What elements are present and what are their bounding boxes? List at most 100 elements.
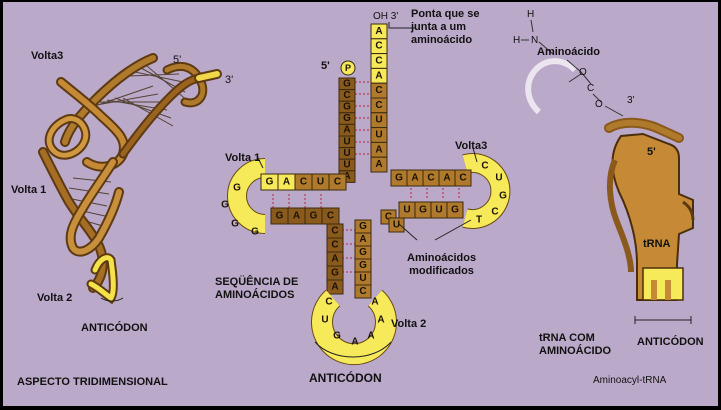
nucleotide-base: U [343, 148, 350, 159]
nucleotide-base: C [331, 240, 338, 251]
nucleotide-box [454, 169, 472, 187]
t-loop: C U G C T [462, 153, 511, 229]
nucleotide-base: A [343, 171, 350, 182]
nucleotide-base: A [331, 254, 338, 265]
nucleotide-base: A [375, 26, 382, 37]
label-ponta-line: Ponta que se [411, 8, 480, 20]
nucleotide-base: G [343, 102, 351, 113]
nucleotide-base: G [331, 268, 339, 279]
nucleotide-base: U [375, 130, 382, 141]
nucleotide-base: U [403, 205, 410, 216]
label-trna-com-aminoacido: tRNA COM AMINOÁCIDO [539, 332, 611, 358]
nucleotide-base: C [385, 212, 392, 223]
label-trna-com-line: tRNA COM [539, 332, 595, 344]
nucleotide-base: G [451, 205, 459, 216]
label-5prime-right: 5' [647, 146, 656, 158]
nucleotide-base: G [359, 260, 367, 271]
d-loop: G G G G [221, 158, 266, 238]
label-volta1-left: Volta 1 [11, 184, 47, 196]
t-loop-base: T [476, 215, 482, 226]
d-loop-base: G [233, 183, 241, 194]
nucleotide-base: C [427, 173, 434, 184]
nucleotide-base: C [375, 100, 382, 111]
nucleotide-base: A [293, 211, 300, 222]
label-3prime-left: 3' [225, 74, 234, 86]
label-volta2-left: Volta 2 [37, 292, 73, 304]
nucleotide-base: G [266, 177, 274, 188]
label-volta3-left: Volta3 [31, 50, 64, 62]
trna-3d-ribbon [38, 53, 222, 305]
nucleotide-base: C [331, 226, 338, 237]
nucleotide-base: U [343, 160, 350, 171]
nucleotide-box [370, 156, 388, 173]
variable-loop: CU [380, 209, 405, 233]
nucleotide-base: G [359, 247, 367, 258]
label-oh3: OH 3' [373, 11, 399, 22]
aminoacyl-trna [521, 19, 695, 324]
anticodon-loop-base: C [325, 297, 332, 308]
nucleotide-box [326, 279, 344, 295]
nucleotide-base: A [443, 173, 450, 184]
t-loop-base: C [481, 161, 488, 172]
anticodon-loop-base: A [351, 337, 358, 348]
nucleotide-base: A [375, 70, 382, 81]
nucleotide-base: A [283, 177, 290, 188]
label-sequencia-line: AMINOÁCIDOS [215, 289, 295, 301]
label-3prime-right: 3' [627, 95, 635, 106]
label-anticodon-right: ANTICÓDON [637, 336, 704, 348]
nucleotide-base: G [310, 211, 318, 222]
nucleotide-base: U [435, 205, 442, 216]
label-o-bottom: O [595, 99, 603, 110]
label-5prime-center: 5' [321, 60, 330, 72]
label-aminoacyl-trna: Aminoacyl-tRNA [593, 375, 667, 386]
label-n: N [531, 35, 539, 46]
nucleotide-base: U [375, 115, 382, 126]
label-sequencia-aminoacidos: SEQÜÊNCIA DE AMINOÁCIDOS [215, 276, 298, 302]
nucleotide-base: G [419, 205, 427, 216]
nucleotide-base: U [393, 220, 400, 231]
anticodon-loop-base: A [377, 315, 384, 326]
nucleotide-base: U [343, 136, 350, 147]
d-loop-base: G [221, 200, 229, 211]
nucleotide-base: A [375, 159, 382, 170]
anticodon-loop-base: G [333, 331, 341, 342]
d-loop-base: G [231, 219, 239, 230]
nucleotide-box [354, 284, 372, 299]
nucleotide-base: G [343, 78, 351, 89]
nucleotide-base: C [327, 211, 334, 222]
nucleotide-base: A [411, 173, 418, 184]
nucleotide-base: C [359, 286, 366, 297]
anticodon-loop-base: A [371, 297, 378, 308]
label-h-top: H [527, 9, 535, 20]
nucleotide-base: U [317, 177, 324, 188]
label-anticodon-center: ANTICÓDON [309, 371, 382, 385]
label-volta1-center: Volta 1 [225, 152, 261, 164]
nucleotide-base: C [375, 85, 382, 96]
nucleotide-base: A [359, 234, 366, 245]
label-trna-com-line: AMINOÁCIDO [539, 345, 612, 357]
d-loop-base: G [251, 227, 259, 238]
t-loop-base: G [499, 191, 507, 202]
label-5prime-left: 5' [173, 54, 182, 66]
nucleotide-box [388, 217, 405, 233]
phosphate-marker [340, 60, 356, 76]
nucleotide-box [328, 173, 347, 191]
anticodon-loop: C U G A A A A [311, 289, 397, 366]
phosphate-label: P [345, 63, 351, 73]
t-loop-base: C [491, 207, 498, 218]
label-aminoacidos-modificados: Aminoácidos modificados [407, 252, 476, 278]
nucleotide-base: C [375, 56, 382, 67]
nucleotide-base: C [334, 177, 341, 188]
label-aspecto-tridimensional: ASPECTO TRIDIMENSIONAL [17, 376, 168, 388]
label-volta3-center: Volta3 [455, 140, 488, 152]
label-h-left: H [513, 35, 521, 46]
label-anticodon-left: ANTICÓDON [81, 322, 148, 334]
